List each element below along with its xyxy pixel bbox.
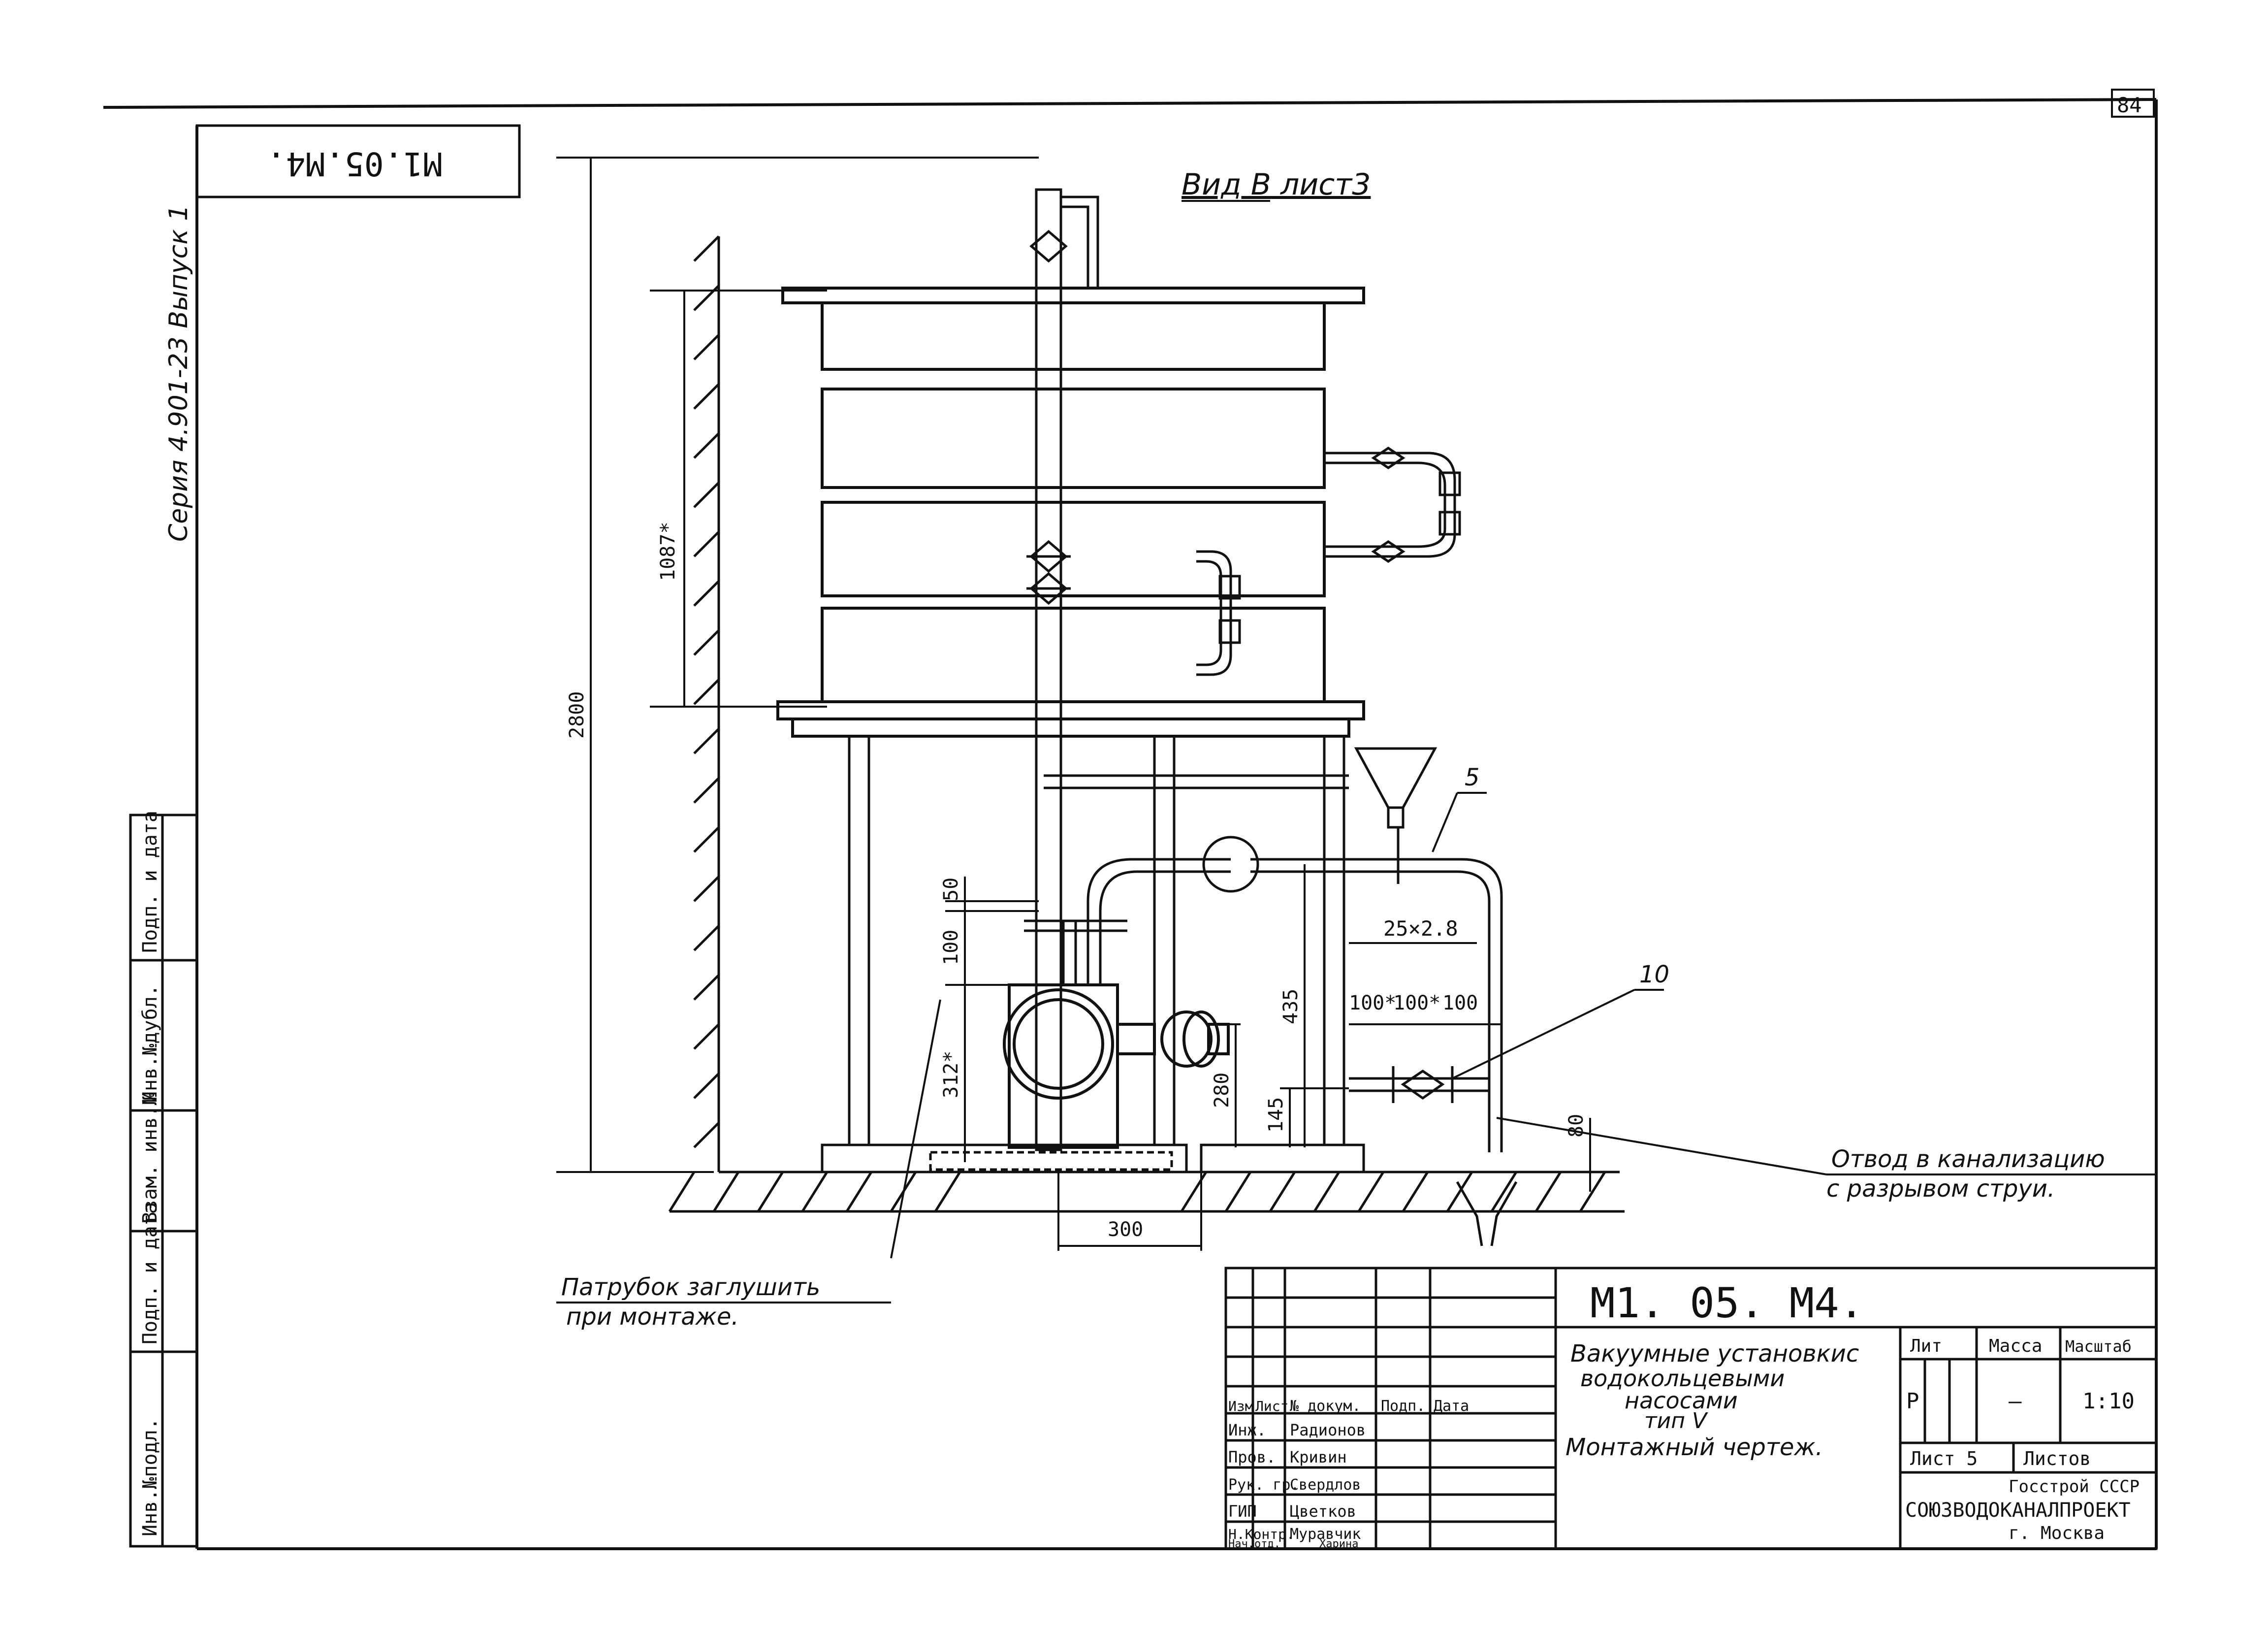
wall xyxy=(693,235,720,1172)
lit-label: Лит xyxy=(1910,1336,1942,1356)
name-2: Кривин xyxy=(1290,1448,1347,1466)
sheet-label: Лист 5 xyxy=(1910,1448,1978,1469)
title-line-2: водокольцевыми xyxy=(1580,1365,1785,1392)
dim-100a: 100* xyxy=(1349,992,1396,1014)
dim-1087: 1087* xyxy=(657,522,679,581)
title-line-3: насосами xyxy=(1625,1387,1738,1414)
name-3: Свердлов xyxy=(1290,1476,1361,1494)
drain-note-1: Отвод в канализацию xyxy=(1831,1145,2105,1173)
dim-100b: 100* xyxy=(1393,992,1440,1014)
gauge-glass-loop xyxy=(1324,446,1461,563)
lit-value: Р xyxy=(1906,1389,1919,1414)
dim-300: 300 xyxy=(1108,1218,1143,1241)
vacuum-pump xyxy=(1003,983,1230,1149)
role-6: Нач.отд. xyxy=(1228,1538,1280,1550)
floor-drain xyxy=(1456,1181,1518,1246)
role-2: Пров. xyxy=(1228,1448,1276,1466)
dim-100: 100 xyxy=(940,930,962,965)
approval-strip xyxy=(129,814,198,1548)
col-list: Лист xyxy=(1255,1398,1288,1414)
title-code: M1. 05. M4. xyxy=(1590,1279,1864,1327)
title-block xyxy=(1224,1267,2158,1550)
dim-312: 312* xyxy=(940,1051,962,1098)
strip-inv-dubl: Инв.№дубл. xyxy=(139,984,161,1103)
mass-value: — xyxy=(2009,1389,2022,1414)
view-label: Вид В лист3 xyxy=(1182,167,1371,202)
top-code-rotated: M1.05.M4. xyxy=(266,145,443,183)
dim-280: 280 xyxy=(1211,1073,1233,1108)
org-line-2: СОЮЗВОДОКАНАЛПРОЕКТ xyxy=(1905,1499,2131,1522)
role-5: Н.Контр. xyxy=(1228,1526,1295,1542)
support-legs xyxy=(848,735,1349,1146)
callout-leaders xyxy=(556,792,2156,1303)
strip-inv-podl: Инв.№подл. xyxy=(139,1418,161,1536)
scale-label: Масштаб xyxy=(2065,1337,2132,1356)
org-line-1: Госстрой СССР xyxy=(2009,1477,2140,1497)
role-3: Рук. гр. xyxy=(1228,1476,1300,1494)
col-sign: Подп. xyxy=(1381,1398,1425,1415)
title-line-1: Вакуумные установкис xyxy=(1570,1340,1859,1368)
dim-pipe-size: 25×2.8 xyxy=(1383,916,1458,941)
dimension-lines xyxy=(556,157,1591,1251)
col-izm: Изм xyxy=(1228,1398,1253,1414)
vacuum-tank xyxy=(776,287,1365,738)
name-4: Цветков xyxy=(1290,1502,1356,1521)
title-line-4: тип V xyxy=(1644,1408,1708,1434)
plug-note-2: при монтаже. xyxy=(566,1303,739,1331)
riser-pipe xyxy=(1026,188,1099,1151)
strip-vzam-inv: Взам. инв.№ xyxy=(139,1093,161,1224)
name-6: Харина xyxy=(1319,1538,1358,1550)
strip-podp-data-1: Подп. и дата xyxy=(139,1202,161,1344)
scale-value: 1:10 xyxy=(2082,1389,2135,1414)
strip-podp-data-2: Подп. и дата xyxy=(139,811,161,953)
dim-145: 145 xyxy=(1265,1097,1287,1133)
tank-side-fitting xyxy=(1196,550,1241,676)
floor xyxy=(668,1171,1625,1213)
org-line-3: г. Москва xyxy=(2009,1523,2105,1543)
top-code-box: M1.05.M4. xyxy=(195,124,521,198)
drain-funnel xyxy=(1354,747,1437,847)
role-4: ГИП xyxy=(1228,1502,1257,1521)
name-1: Радионов xyxy=(1290,1421,1366,1439)
role-1: Инж. xyxy=(1228,1421,1266,1439)
sheet-corner-number: 84 xyxy=(2117,93,2142,117)
col-date: Дата xyxy=(1434,1398,1469,1415)
mass-label: Масса xyxy=(1989,1336,2042,1356)
dim-80: 80 xyxy=(1565,1114,1588,1138)
series-label: Серия 4.901-23 Выпуск 1 xyxy=(164,205,193,542)
plug-note-1: Патрубок заглушить xyxy=(561,1273,820,1301)
callout-item-5: 5 xyxy=(1465,764,1480,791)
sheets-label: Листов xyxy=(2023,1448,2091,1469)
dim-50: 50 xyxy=(940,878,962,901)
callout-item-10: 10 xyxy=(1639,961,1669,988)
dim-435: 435 xyxy=(1279,989,1302,1024)
title-subtitle: Монтажный чертеж. xyxy=(1565,1434,1823,1461)
dim-100c: 100 xyxy=(1442,992,1478,1014)
foundation xyxy=(821,1143,1365,1173)
drain-note-2: с разрывом струи. xyxy=(1826,1175,2055,1203)
dim-2800: 2800 xyxy=(566,691,588,739)
col-doc: № докум. xyxy=(1290,1398,1361,1415)
name-5: Муравчик xyxy=(1290,1526,1361,1543)
sheet-frame xyxy=(103,89,2158,1550)
pump-piping xyxy=(1024,836,1503,1152)
